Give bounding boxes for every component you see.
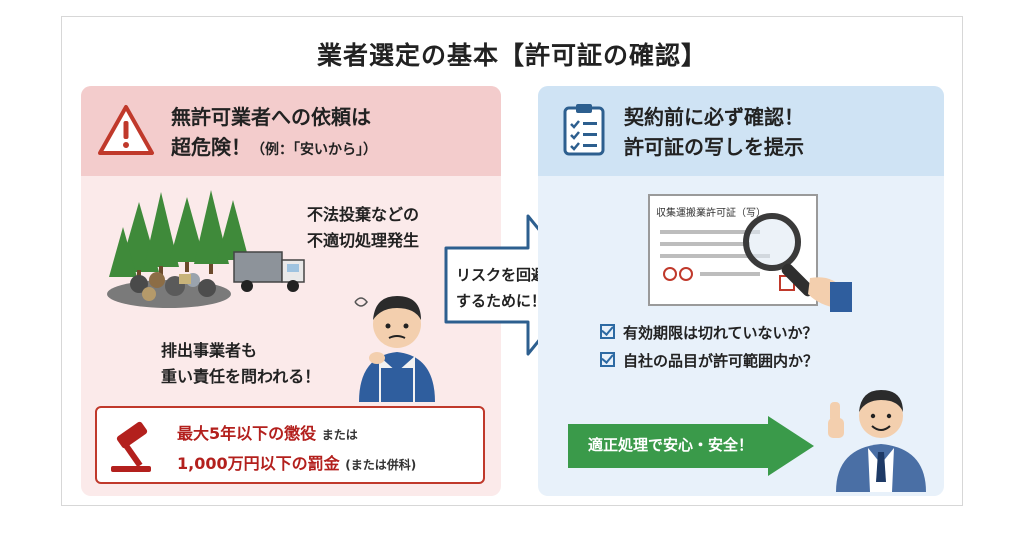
dumping-text: 不法投棄などの 不適切処理発生 xyxy=(307,202,419,254)
arrow-line1: リスクを回避 xyxy=(456,266,547,284)
check-panel: 契約前に必ず確認！ 許可証の写しを提示 収集運搬業許可証（写） 有効期限は切れて… xyxy=(538,86,944,496)
danger-heading: 無許可業者への依頼は 超危険！（例：「安いから」） xyxy=(171,102,377,165)
gavel-icon xyxy=(111,421,151,472)
check-expiry: 有効期限は切れていないか？ xyxy=(600,322,818,343)
danger-panel-header: 無許可業者への依頼は 超危険！（例：「安いから」） xyxy=(81,86,501,176)
responsibility-line2: 重い責任を問われる！ xyxy=(161,367,321,386)
dumping-line2: 不適切処理発生 xyxy=(307,231,420,250)
penalty-prison: 最大5年以下の懲役 xyxy=(177,424,317,443)
dumping-line1: 不法投棄などの xyxy=(307,205,420,224)
danger-panel: 無許可業者への依頼は 超危険！（例：「安いから」） xyxy=(81,86,501,496)
penalty-or: または xyxy=(321,428,358,442)
danger-heading-line1: 無許可業者への依頼は xyxy=(171,105,371,129)
check-scope: 自社の品目が許可範囲内か？ xyxy=(600,350,818,371)
check-heading: 契約前に必ず確認！ 許可証の写しを提示 xyxy=(624,102,804,162)
responsibility-line1: 排出事業者も xyxy=(161,341,258,360)
penalty-fine: 1,000万円以下の罰金 xyxy=(177,454,340,473)
danger-heading-line2: 超危険！ xyxy=(171,135,251,159)
danger-heading-note: （例：「安いから」） xyxy=(251,142,377,158)
check-panel-header: 契約前に必ず確認！ 許可証の写しを提示 xyxy=(538,86,944,176)
check-expiry-text: 有効期限は切れていないか？ xyxy=(623,324,818,342)
penalty-both: (または併科) xyxy=(345,458,417,472)
responsibility-text: 排出事業者も 重い責任を問われる！ xyxy=(161,338,320,390)
penalty-box: 最大5年以下の懲役 または 1,000万円以下の罰金 (または併科) xyxy=(95,406,485,484)
green-banner-text: 適正処理で安心・安全！ xyxy=(588,436,754,454)
check-heading-line2: 許可証の写しを提示 xyxy=(624,135,804,159)
penalty-line2: 1,000万円以下の罰金 (または併科) xyxy=(177,450,416,474)
illegal-dumping-illustration xyxy=(107,190,305,308)
page-title: 業者選定の基本【許可証の確認】 xyxy=(316,41,707,70)
penalty-line1: 最大5年以下の懲役 または xyxy=(177,420,358,444)
confident-worker-illustration xyxy=(828,390,926,492)
warning-icon xyxy=(98,105,154,155)
arrow-line2: するために！ xyxy=(456,292,547,310)
green-banner-arrow xyxy=(568,416,814,476)
check-heading-line1: 契約前に必ず確認！ xyxy=(624,105,804,129)
clipboard-icon xyxy=(563,104,605,156)
check-scope-text: 自社の品目が許可範囲内か？ xyxy=(623,352,819,370)
arrow-text: リスクを回避 するために！ xyxy=(456,262,546,314)
permit-title: 収集運搬業許可証（写） xyxy=(656,208,766,219)
checkbox-icon xyxy=(600,324,615,339)
worried-worker-illustration xyxy=(354,296,435,402)
magnifier-icon xyxy=(743,213,852,312)
checkbox-icon xyxy=(600,352,615,367)
